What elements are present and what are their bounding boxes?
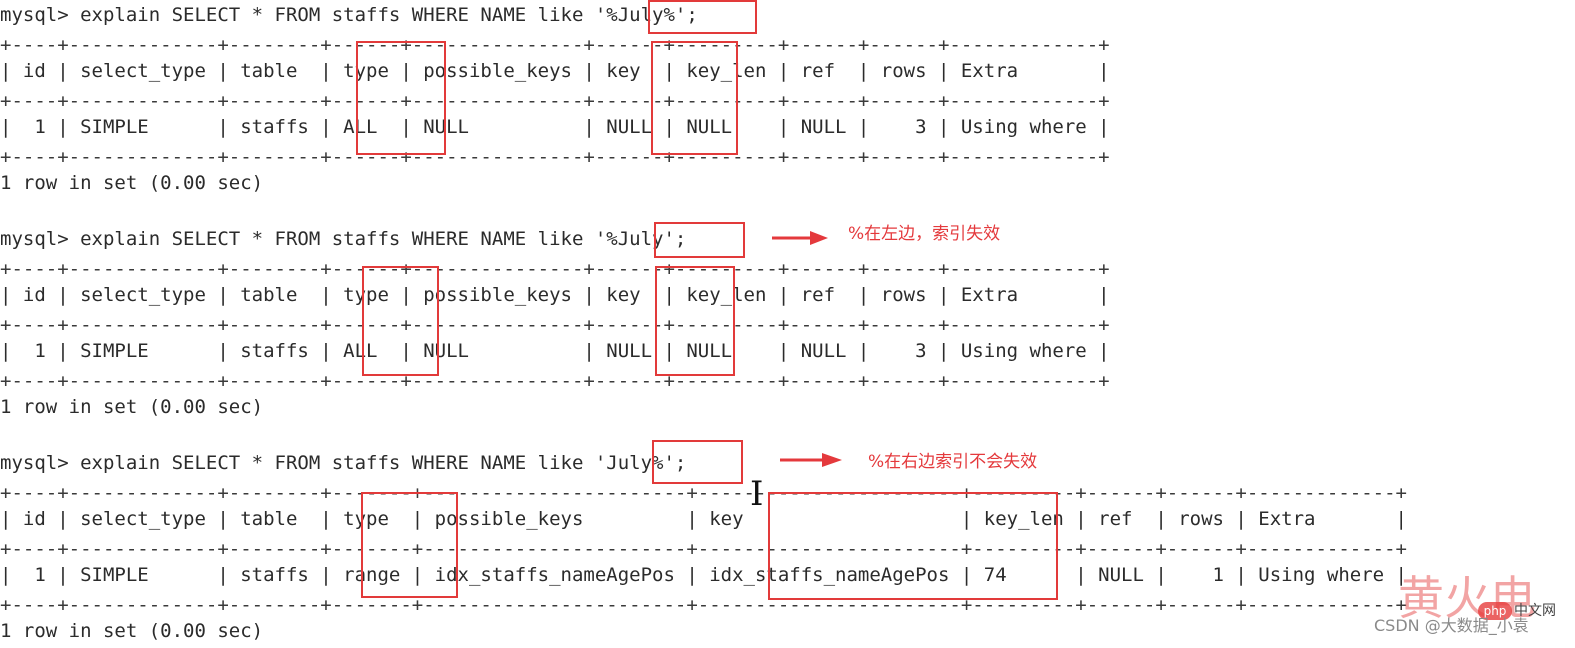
table-header: | id | select_type | table | type | poss… (0, 508, 1407, 530)
csdn-watermark: CSDN @大数据_小袁 (1374, 616, 1529, 635)
table-border: +----+-------------+--------+------+----… (0, 314, 1110, 336)
command-line: mysql> explain SELECT * FROM staffs WHER… (0, 452, 687, 474)
table-header: | id | select_type | table | type | poss… (0, 284, 1110, 306)
table-border: +----+-------------+--------+-------+---… (0, 538, 1407, 560)
arrow-right-icon (780, 453, 842, 467)
table-header: | id | select_type | table | type | poss… (0, 60, 1110, 82)
table-border: +----+-------------+--------+------+----… (0, 146, 1110, 168)
result-footer: 1 row in set (0.00 sec) (0, 620, 264, 642)
table-border: +----+-------------+--------+------+----… (0, 90, 1110, 112)
command-line: mysql> explain SELECT * FROM staffs WHER… (0, 4, 698, 26)
result-footer: 1 row in set (0.00 sec) (0, 396, 264, 418)
table-border: +----+-------------+--------+------+----… (0, 370, 1110, 392)
watermark-logo: 黄火电 (1398, 571, 1536, 625)
table-row: | 1 | SIMPLE | staffs | ALL | NULL | NUL… (0, 340, 1110, 362)
arrow-right-icon (772, 231, 828, 245)
table-border: +----+-------------+--------+------+----… (0, 258, 1110, 280)
annotation-note: %在右边索引不会失效 (868, 452, 1038, 472)
table-row: | 1 | SIMPLE | staffs | range | idx_staf… (0, 564, 1407, 586)
table-row: | 1 | SIMPLE | staffs | ALL | NULL | NUL… (0, 116, 1110, 138)
result-footer: 1 row in set (0.00 sec) (0, 172, 264, 194)
table-border: +----+-------------+--------+-------+---… (0, 482, 1407, 504)
command-line: mysql> explain SELECT * FROM staffs WHER… (0, 228, 687, 250)
table-border: +----+-------------+--------+-------+---… (0, 594, 1407, 616)
text-cursor-icon: I (750, 474, 764, 514)
annotation-note: %在左边，索引失效 (848, 224, 1001, 244)
php-badge: php (1478, 602, 1512, 620)
table-border: +----+-------------+--------+------+----… (0, 34, 1110, 56)
php-cn-label: 中文网 (1514, 603, 1556, 619)
